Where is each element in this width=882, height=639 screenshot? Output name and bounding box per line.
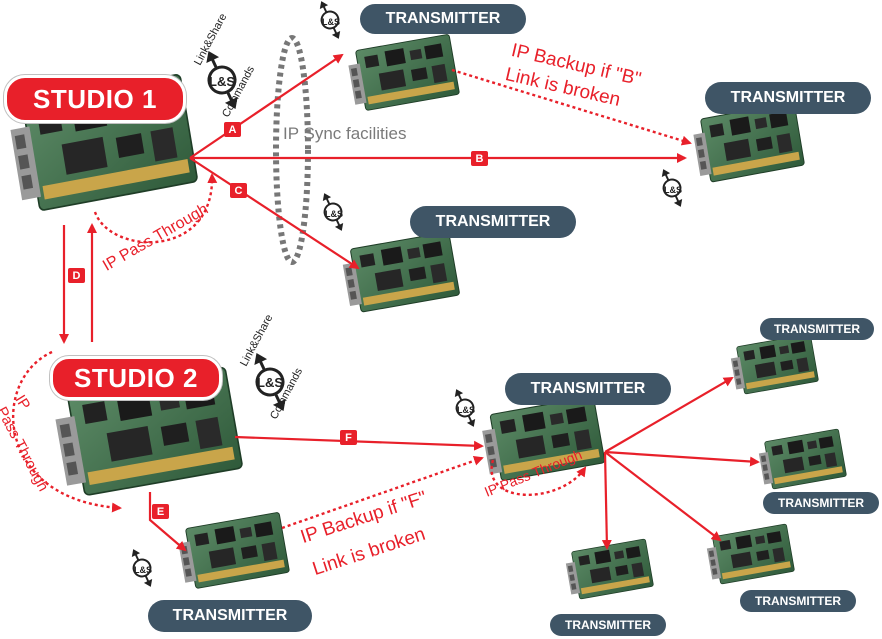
link-f-badge: F (340, 430, 357, 445)
pass-through-2-arrow (11, 350, 122, 513)
transmitter-board-1 (345, 33, 461, 113)
transmitter-board-2 (690, 101, 806, 185)
backup-f-arrow (281, 455, 484, 530)
link-d-badge: D (68, 268, 85, 283)
transmitter-board-6 (728, 333, 819, 396)
logo-letters: L&S (257, 375, 283, 390)
studio-2-label: STUDIO 2 (50, 356, 222, 400)
transmitter-board-7 (756, 428, 847, 491)
link-c-badge: C (230, 183, 247, 198)
distribution-arrow-2 (604, 450, 760, 467)
transmitter-board-3 (339, 231, 461, 315)
transmitter-label-5: TRANSMITTER (148, 600, 312, 632)
sync-facilities-label: IP Sync facilities (283, 124, 407, 143)
link-f-arrow (234, 435, 484, 451)
distribution-arrow-4 (604, 451, 722, 542)
transmitter-board-9 (704, 523, 795, 586)
logo-letters: L&S (457, 405, 475, 415)
distribution-arrow-1 (604, 376, 734, 453)
transmitter-label-1: TRANSMITTER (360, 4, 526, 34)
transmitter-board-5 (175, 511, 291, 591)
link-a-badge: A (224, 122, 241, 137)
pass-through-3-arrow (490, 459, 587, 496)
transmitter-label-8: TRANSMITTER (740, 590, 856, 612)
transmitter-label-3: TRANSMITTER (410, 206, 576, 238)
transmitter-board-8 (563, 538, 654, 601)
logo-letters: L&S (209, 74, 235, 89)
transmitter-label-9: TRANSMITTER (550, 614, 666, 636)
transmitter-label-7: TRANSMITTER (763, 492, 879, 514)
transmitter-label-4: TRANSMITTER (505, 373, 671, 405)
distribution-arrow-3 (601, 451, 612, 550)
link-e-arrow (148, 492, 187, 552)
studio-1-label: STUDIO 1 (4, 75, 186, 123)
link-c-arrow (189, 157, 360, 270)
transmitter-label-2: TRANSMITTER (705, 82, 871, 114)
sync-ellipse (273, 35, 311, 265)
logo-letters: L&S (134, 565, 152, 575)
link-b-badge: B (471, 151, 488, 166)
link-e-badge: E (152, 504, 169, 519)
logo-letters: L&S (322, 17, 340, 27)
logo-letters: L&S (664, 185, 682, 195)
link-a-arrow (189, 53, 344, 159)
logo-letters: L&S (325, 209, 343, 219)
transmitter-label-6: TRANSMITTER (760, 318, 874, 340)
